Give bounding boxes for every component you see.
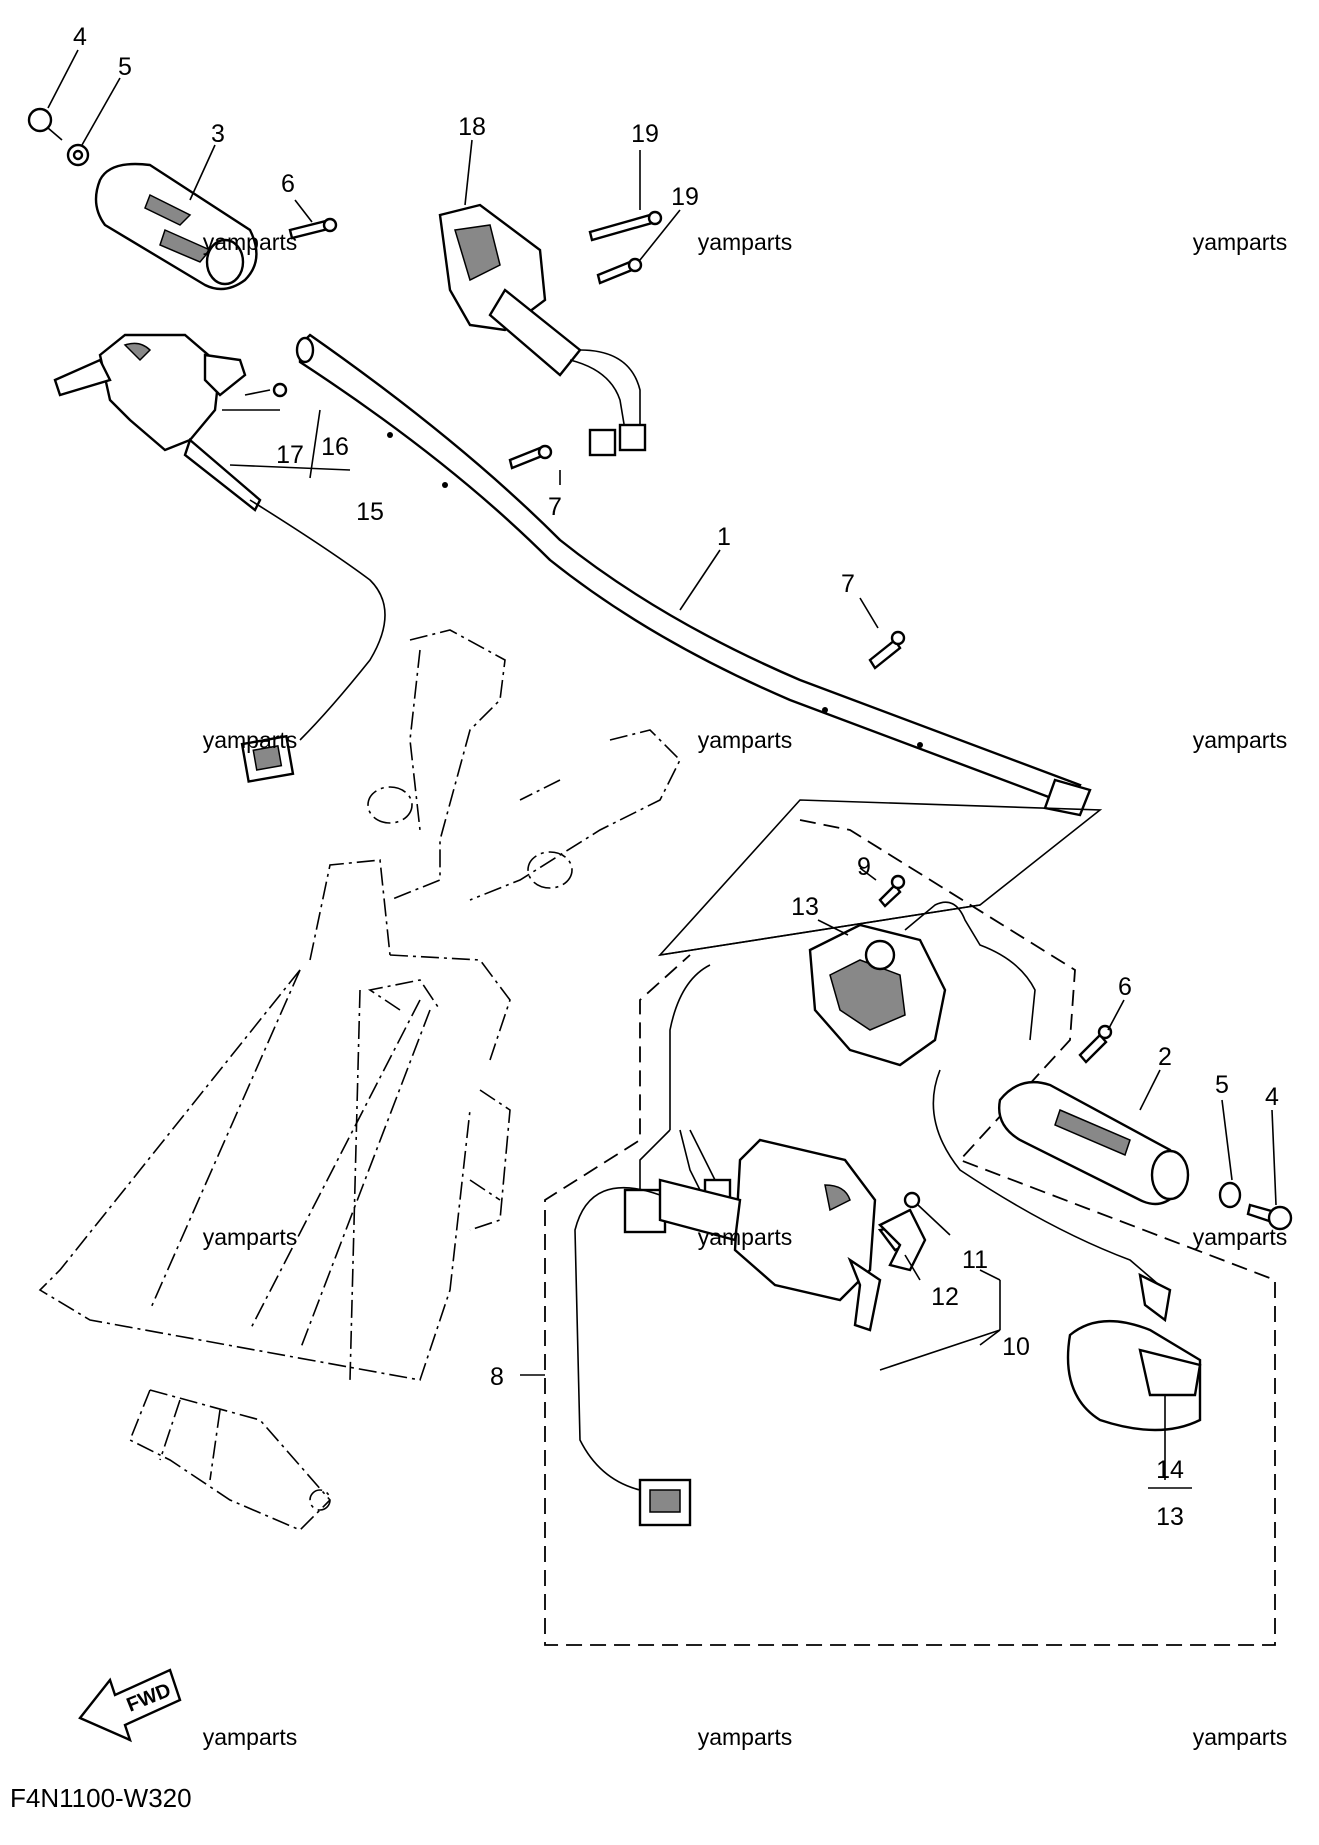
callout-12: 12 — [931, 1283, 959, 1311]
callout-1: 1 — [717, 523, 731, 551]
right-grip — [998, 1080, 1190, 1206]
callout-14: 14 — [1156, 1456, 1184, 1484]
watermark: yamparts — [203, 229, 298, 255]
handlebar — [295, 333, 1092, 817]
callout-18: 18 — [458, 113, 486, 141]
watermark: yamparts — [698, 727, 793, 753]
callout-13: 13 — [791, 893, 819, 921]
watermark: yamparts — [698, 229, 793, 255]
diagram-code: F4N1100-W320 — [10, 1783, 192, 1813]
callout-17: 17 — [276, 441, 304, 469]
throttle-sensor — [932, 1069, 1202, 1432]
callout-labels: 4 5 3 6 18 19 19 17 16 15 7 1 7 9 13 6 2… — [73, 23, 1279, 1531]
watermark: yamparts — [203, 727, 298, 753]
callout-7: 7 — [841, 570, 855, 598]
callout-16: 16 — [321, 433, 349, 461]
callout-11: 11 — [962, 1246, 988, 1274]
callout-13: 13 — [1156, 1503, 1184, 1531]
steering-column-outline — [38, 629, 681, 1531]
watermark: yamparts — [698, 1724, 793, 1750]
watermark: yamparts — [698, 1224, 793, 1250]
callout-8: 8 — [490, 1363, 504, 1391]
callout-6: 6 — [281, 170, 295, 198]
watermarks: yamparts yamparts yamparts yamparts yamp… — [203, 229, 1288, 1750]
watermark: yamparts — [1193, 1224, 1288, 1250]
switch-detail-inset — [657, 799, 1103, 957]
callout-2: 2 — [1158, 1043, 1172, 1071]
callout-5: 5 — [118, 53, 132, 81]
fasteners — [27, 107, 1293, 1272]
watermark: yamparts — [1193, 1724, 1288, 1750]
callout-3: 3 — [211, 120, 225, 148]
left-switch-assembly — [53, 333, 386, 783]
callout-4: 4 — [73, 23, 87, 51]
callout-6: 6 — [1118, 973, 1132, 1001]
callout-10: 10 — [1002, 1333, 1030, 1361]
callout-15: 15 — [356, 498, 384, 526]
callout-5: 5 — [1215, 1071, 1229, 1099]
leader-lines — [47, 49, 1277, 1489]
watermark: yamparts — [203, 1724, 298, 1750]
right-switch-housing — [438, 203, 647, 457]
callout-9: 9 — [857, 853, 871, 881]
left-grip — [94, 162, 258, 291]
callout-19: 19 — [671, 183, 699, 211]
watermark: yamparts — [1193, 727, 1288, 753]
callout-7: 7 — [548, 493, 562, 521]
fwd-arrow: FWD — [78, 1668, 182, 1743]
assembly-8-boundary — [544, 819, 1276, 1646]
watermark: yamparts — [1193, 229, 1288, 255]
callout-19: 19 — [631, 120, 659, 148]
watermark: yamparts — [203, 1224, 298, 1250]
callout-4: 4 — [1265, 1083, 1279, 1111]
